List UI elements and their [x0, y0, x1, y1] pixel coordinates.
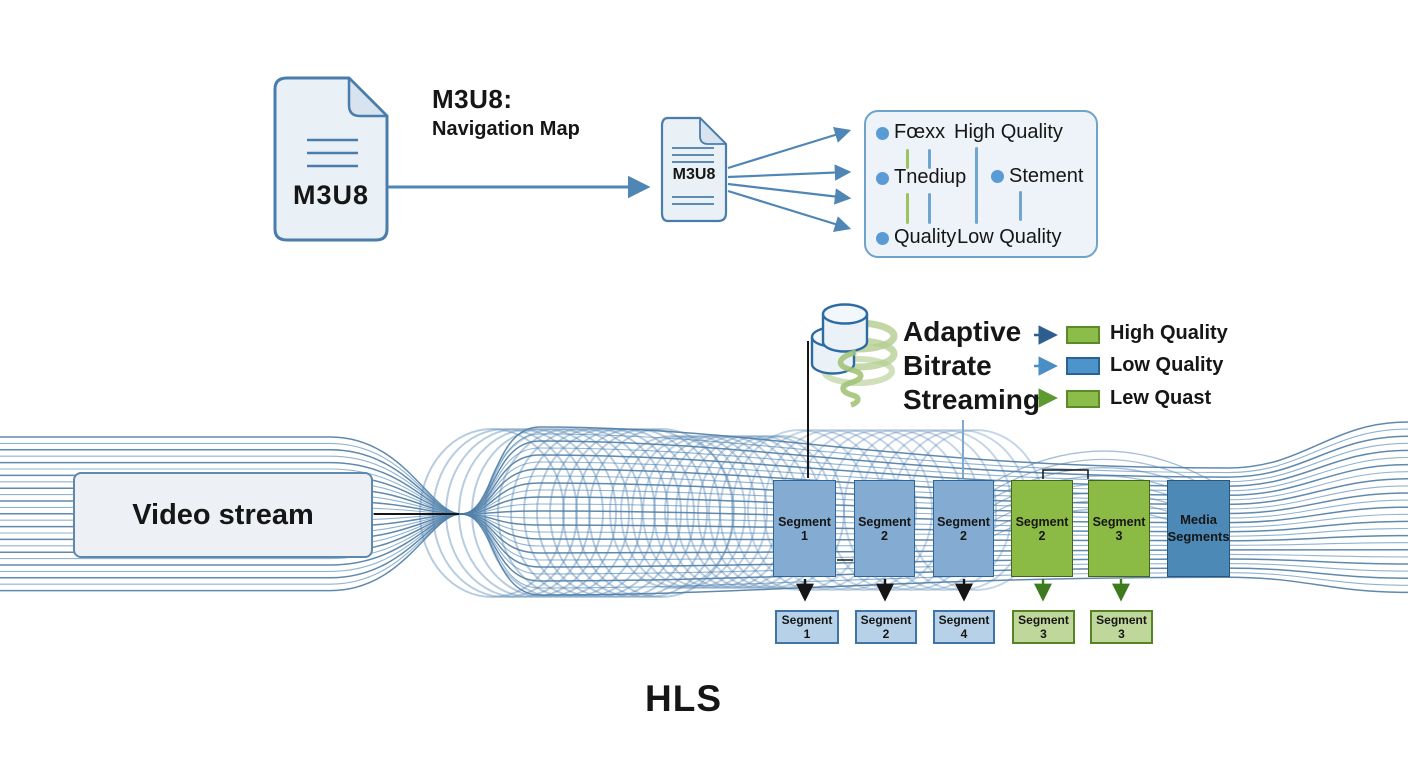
legend-label-high-quality: High Quality [1110, 322, 1228, 344]
tick-mark [928, 193, 931, 224]
tick-mark [906, 149, 909, 169]
legend-swatch-low-quality [1066, 357, 1100, 375]
media-segments-box: Media Segments [1167, 480, 1230, 577]
bullet-dot-icon [876, 172, 889, 185]
quality-row1-left: Fœxx [894, 121, 946, 143]
bullet-dot-icon [876, 127, 889, 140]
quality-row3-left: Quality [894, 226, 957, 248]
tick-mark [1019, 191, 1022, 221]
segment-label: Segment 3 [1092, 514, 1146, 543]
diagram-title: HLS [645, 678, 722, 719]
tick-mark [906, 193, 909, 224]
segment-box-main-5: Segment 3 [1088, 480, 1150, 577]
segment-label: Segment 1 [778, 514, 831, 543]
variant-m3u8-file-label: M3U8 [672, 166, 716, 183]
bullet-dot-icon [991, 170, 1004, 183]
segment-box-out-5: Segment 3 [1090, 610, 1153, 644]
abr-heading-line3: Streaming [903, 384, 1040, 415]
video-stream-label: Video stream [132, 498, 314, 531]
segment-label: Segment 2 [860, 613, 912, 641]
segment-label: Segment 2 [937, 514, 990, 543]
tick-mark [928, 149, 931, 169]
abr-heading-line1: Adaptive [903, 316, 1022, 347]
segment-label: Segment 1 [781, 613, 833, 641]
quality-levels-panel: Fœxx High Quality Tnediup Stement Qualit… [864, 110, 1098, 258]
m3u8-heading: M3U8: [432, 84, 513, 114]
video-stream-box: Video stream [73, 472, 373, 558]
segment-box-out-3: Segment 4 [933, 610, 995, 644]
segment-box-out-1: Segment 1 [775, 610, 839, 644]
segment-label: Segment 2 [1015, 514, 1069, 543]
segment-box-main-1: Segment 1 [773, 480, 836, 577]
legend-label-lew-quast: Lew Quast [1110, 387, 1212, 409]
bullet-dot-icon [876, 232, 889, 245]
quality-row3-right: Low Quality [957, 226, 1062, 248]
legend-swatch-lew-quast [1066, 390, 1100, 408]
quality-row2-right: Stement [1009, 165, 1084, 187]
segment-box-out-4: Segment 3 [1012, 610, 1075, 644]
segment-box-main-4: Segment 2 [1011, 480, 1073, 577]
legend-label-low-quality: Low Quality [1110, 354, 1224, 376]
segment-label: Segment 3 [1096, 613, 1147, 641]
quality-row2-left: Tnediup [894, 166, 967, 188]
navigation-map-subheading: Navigation Map [432, 118, 580, 140]
legend-swatch-high-quality [1066, 326, 1100, 344]
abr-heading-line2: Bitrate [903, 350, 992, 381]
segment-box-main-2: Segment 2 [854, 480, 915, 577]
segment-label: Segment 3 [1018, 613, 1069, 641]
master-m3u8-file-label: M3U8 [292, 180, 370, 210]
media-segments-label: Media Segments [1167, 512, 1230, 544]
segment-box-main-3: Segment 2 [933, 480, 994, 577]
tick-mark [975, 147, 978, 224]
segment-label: Segment 4 [938, 613, 990, 641]
segment-label: Segment 2 [858, 514, 911, 543]
segment-box-out-2: Segment 2 [855, 610, 917, 644]
quality-row1-right: High Quality [954, 121, 1063, 143]
